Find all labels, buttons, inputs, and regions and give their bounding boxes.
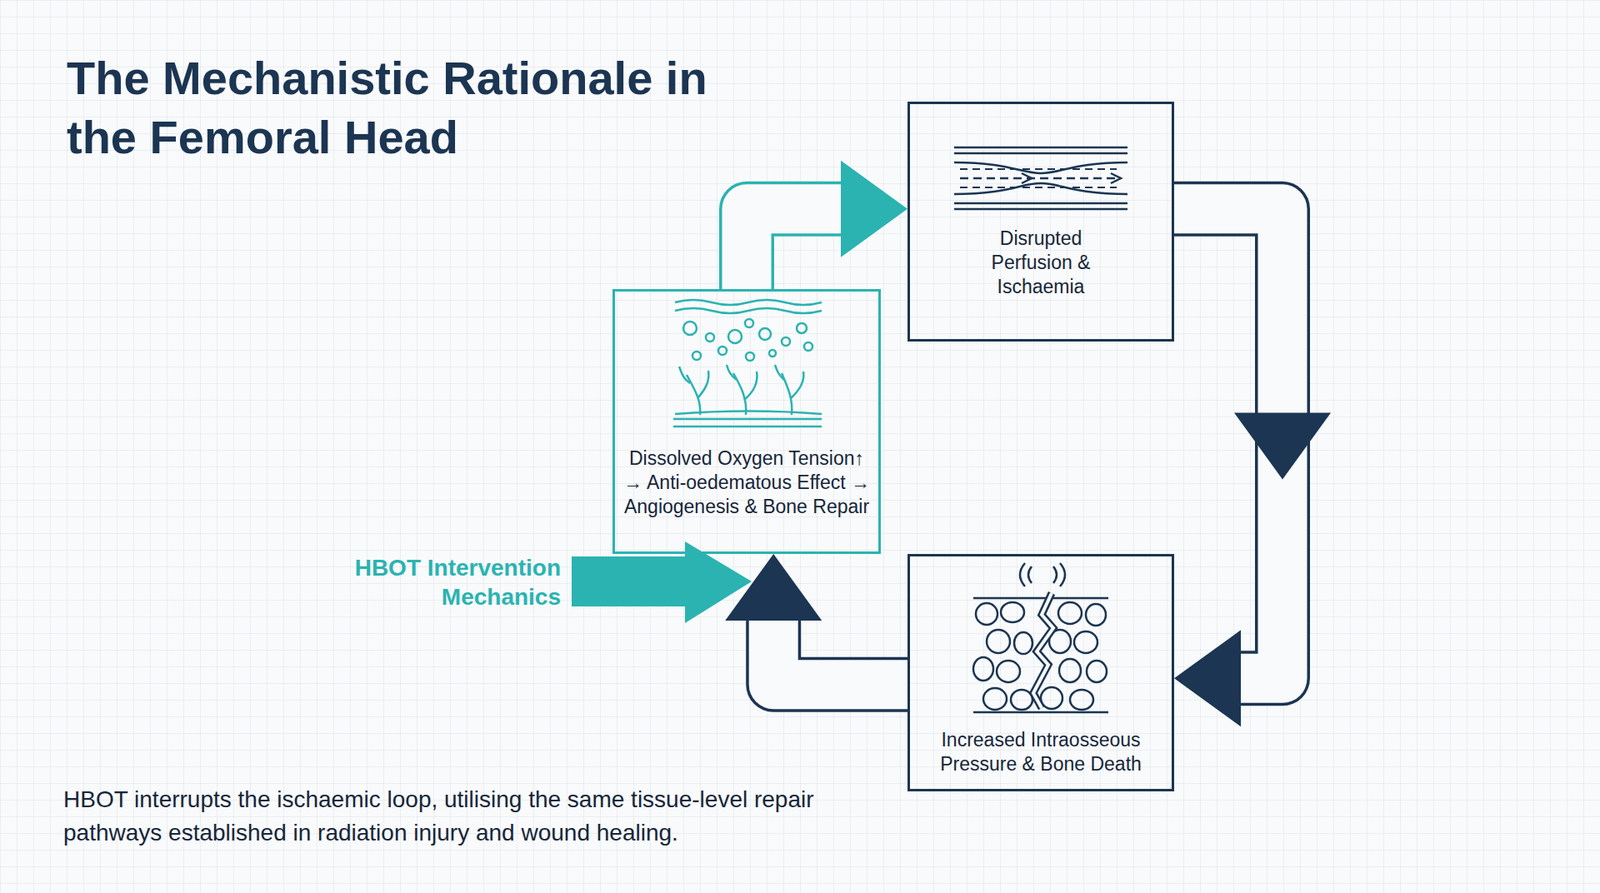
connector-band xyxy=(773,620,908,685)
flow-connector xyxy=(1174,209,1331,728)
intervention-label: HBOT Intervention Mechanics xyxy=(316,553,561,612)
box-text: Dissolved Oxygen Tension↑ → Anti-oedemat… xyxy=(621,446,872,520)
connector-band xyxy=(746,209,841,290)
arrow-head xyxy=(840,160,908,258)
bone-fracture-icon xyxy=(973,563,1109,713)
fracture-crack xyxy=(1033,593,1054,709)
process-box: Disrupted Perfusion & Ischaemia xyxy=(907,101,1175,342)
connector-band-inner xyxy=(773,620,908,685)
flow-connector xyxy=(725,554,908,685)
box-text: Increased Intraosseous Pressure & Bone D… xyxy=(920,728,1162,777)
process-box: Dissolved Oxygen Tension↑ → Anti-oedemat… xyxy=(612,289,881,555)
connector-band-inner xyxy=(746,209,841,290)
arrow-head xyxy=(725,554,822,621)
process-box: Increased Intraosseous Pressure & Bone D… xyxy=(907,554,1175,792)
vessel-narrowing-icon xyxy=(954,147,1128,210)
diagram-caption: HBOT interrupts the ischaemic loop, util… xyxy=(63,783,889,850)
box-text: Disrupted Perfusion & Ischaemia xyxy=(982,226,1100,300)
connector-band-inner xyxy=(1174,209,1283,680)
arrow-head xyxy=(1234,413,1331,480)
oxygen-angiogenesis-icon xyxy=(673,300,822,427)
diagram-title: The Mechanistic Rationale in the Femoral… xyxy=(66,48,784,167)
flow-connector xyxy=(746,160,908,290)
connector-band xyxy=(1174,209,1283,680)
arrow-head xyxy=(1174,630,1241,727)
